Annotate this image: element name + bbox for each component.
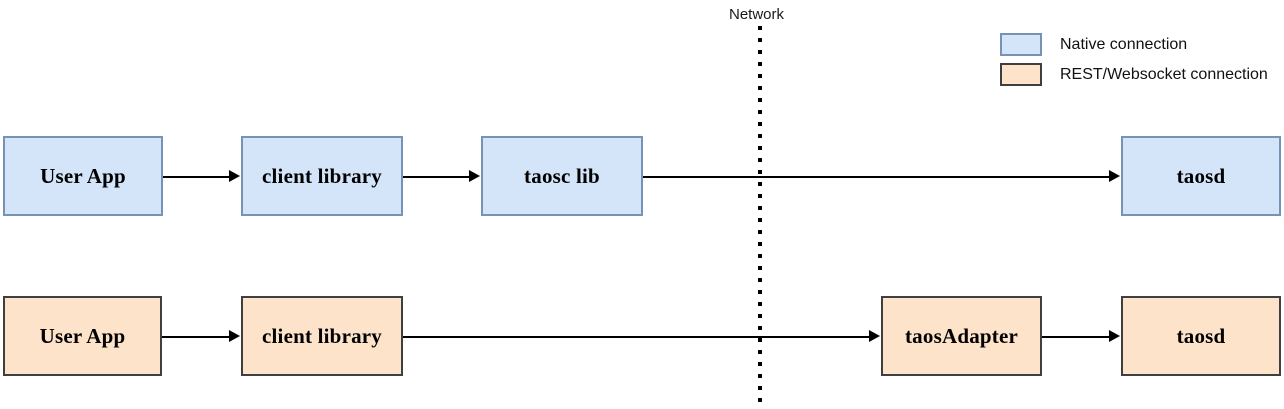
arrowhead-icon (229, 170, 240, 182)
node-native-taosd[interactable]: taosd (1121, 136, 1281, 216)
edge-rest-clientlibrary-to-taosadapter (403, 336, 870, 338)
legend-item-native: Native connection (1000, 33, 1187, 56)
arrowhead-icon (1109, 330, 1120, 342)
edge-native-clientlibrary-to-taosclib (403, 176, 470, 178)
node-native-client-library[interactable]: client library (241, 136, 403, 216)
network-divider-line (758, 26, 762, 409)
node-native-user-app[interactable]: User App (3, 136, 163, 216)
edge-native-taosclib-to-taosd (643, 176, 1110, 178)
arrowhead-icon (469, 170, 480, 182)
node-rest-client-library[interactable]: client library (241, 296, 403, 376)
legend-swatch-rest-icon (1000, 63, 1042, 86)
edge-rest-userapp-to-clientlibrary (162, 336, 230, 338)
edge-native-userapp-to-clientlibrary (163, 176, 230, 178)
node-native-taosc-lib[interactable]: taosc lib (481, 136, 643, 216)
node-rest-taosd[interactable]: taosd (1121, 296, 1281, 376)
arrowhead-icon (869, 330, 880, 342)
legend-label-rest: REST/Websocket connection (1060, 65, 1268, 83)
edge-rest-taosadapter-to-taosd (1042, 336, 1110, 338)
network-label: Network (729, 6, 785, 23)
node-rest-taosadapter[interactable]: taosAdapter (881, 296, 1042, 376)
legend: Native connection REST/Websocket connect… (0, 0, 1284, 100)
legend-label-native: Native connection (1060, 35, 1188, 53)
arrowhead-icon (229, 330, 240, 342)
legend-swatch-native-icon (1000, 33, 1042, 56)
legend-item-rest: REST/Websocket connection (1000, 63, 1268, 86)
node-rest-user-app[interactable]: User App (3, 296, 162, 376)
arrowhead-icon (1109, 170, 1120, 182)
